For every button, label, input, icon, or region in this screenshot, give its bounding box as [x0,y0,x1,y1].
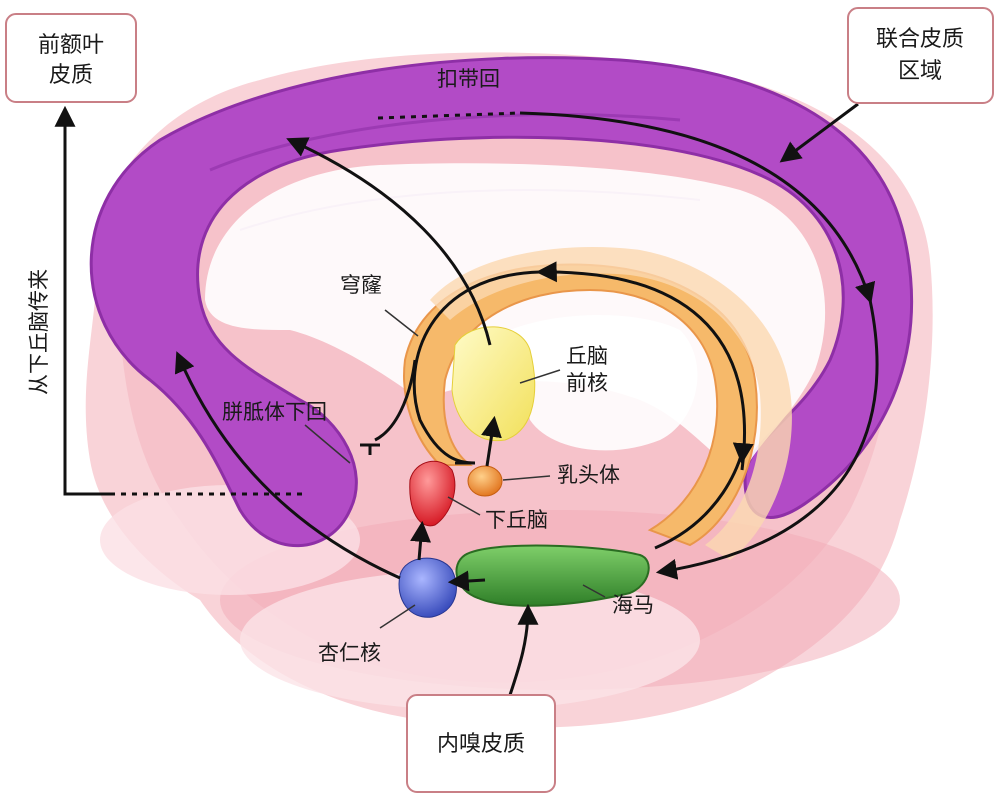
arrow-hypothalamus-to-amygdala [410,520,432,561]
hippocampus [455,544,650,607]
hippocampus-label: 海马 [612,593,654,617]
arrow-hippocampus-to-amygdala [447,570,486,592]
leader-lines [304,309,606,629]
arrow-from-hypothalamus [54,105,110,496]
association-label-line2: 区域 [898,59,942,84]
prefrontal-box [5,13,137,103]
anterior-thalamic-label-line1: 丘脑 [566,344,608,368]
arrow-mammillary-to-thalamus [481,415,502,467]
cingulate-label: 扣带回 [437,67,500,91]
fornix-label: 穹窿 [340,273,382,297]
entorhinal-label: 内嗅皮质 [437,732,525,757]
prefrontal-label-line1: 前额叶 [38,33,104,58]
mammillary-body [467,465,503,497]
arrow-association-down [655,299,879,580]
prefrontal-label-line2: 皮质 [49,63,93,88]
arrow-association-box [779,102,859,163]
association-box [847,7,994,104]
arrow-fornix-to-parahippocampal [374,359,417,442]
association-label-line1: 联合皮质 [876,27,964,52]
arrow-entorhinal-to-hippocampus [508,603,539,696]
mammillary-label: 乳头体 [557,463,620,487]
arrow-fornix-loop [535,261,746,471]
anterior-thalamic-label-line2: 前核 [566,371,608,395]
from-hypothalamus-label: 从下丘脑传来 [27,269,51,395]
hypothalamus-label: 下丘脑 [485,508,548,532]
pathway-arrows [54,102,879,696]
arrow-cingulate-to-association [519,111,876,305]
arrow-fornix-to-mammillary [412,270,541,465]
arrow-thalamus-to-cingulate [286,137,492,346]
amygdala-label: 杏仁核 [318,641,381,665]
parahippocampal-label: 胼胝体下回 [222,400,327,424]
arrow-amygdala-to-cingulate [174,351,401,580]
anterior-thalamic-nucleus [451,326,536,442]
amygdala [398,557,457,618]
fornix-region [403,247,792,560]
entorhinal-box [406,694,556,793]
hypothalamus [409,460,456,527]
